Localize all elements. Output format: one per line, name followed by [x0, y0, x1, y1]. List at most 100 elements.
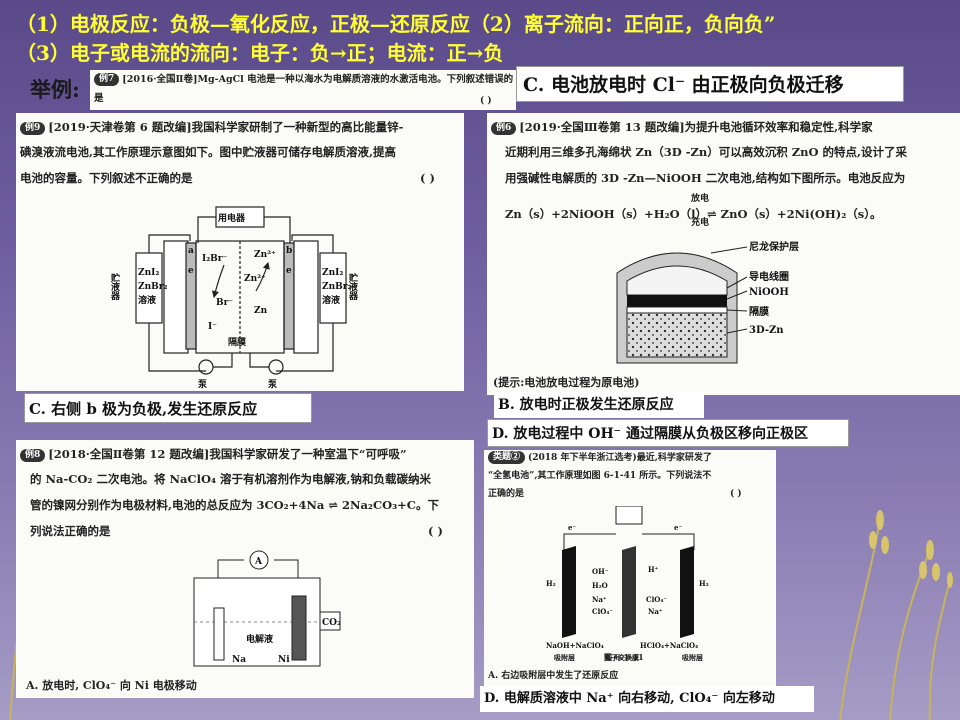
question-4-text-4: 列说法正确的是: [30, 524, 111, 538]
ion-clo4-left: ClO₄⁻: [592, 607, 613, 616]
question-5-panel: 类题②(2018 年下半年浙江选考)最近,科学家研发了 “全氢电池”,其工作原理…: [484, 450, 776, 686]
electrolyte-label: 电解液: [246, 633, 274, 645]
ion-na-right: Na⁺: [648, 607, 663, 616]
ion-oh: OH⁻: [592, 567, 609, 576]
left-ion-1: I₂Br⁻: [202, 254, 228, 264]
question-3-option-b: B. 放电时正极发生还原反应: [494, 392, 704, 418]
question-5-option-a: A. 右边吸附层中发生了还原反应: [488, 671, 619, 681]
discharge-label: 放电: [691, 194, 710, 204]
co2-label: CO₂: [322, 618, 341, 628]
question-3-text-3: 用强碱性电解质的 3D -Zn—NiOOH 二次电池,结构如下图所示。电池反应为: [505, 171, 906, 185]
question-3-option-d: D. 放电过程中 OH⁻ 通过隔膜从负极区移向正极区: [487, 419, 849, 447]
question-4-panel: 例8[2018·全国Ⅱ卷第 12 题改编]我国科学家研发了一种室温下“可呼吸” …: [16, 440, 474, 698]
wheat-decoration: [839, 510, 953, 720]
electron-right-label: e⁻: [674, 523, 682, 532]
right-ion-3: Zn: [254, 306, 268, 316]
question-4-diagram: A 电解液 CO₂ Na Ni: [193, 550, 341, 667]
na-electrode-label: Na: [232, 655, 246, 665]
ni-electrode-label: Ni: [278, 655, 290, 665]
question-4-badge: 例8: [20, 448, 46, 462]
left-solution-3: 溶液: [138, 294, 157, 306]
question-5-line-1: 类题②(2018 年下半年浙江选考)最近,科学家研发了: [488, 450, 712, 466]
layer-left-label: 吸附层: [554, 653, 575, 662]
question-5-badge: 类题②: [488, 451, 526, 464]
electrode-b: b: [286, 246, 292, 256]
header-line-1: （1）电极反应：负极—氧化反应，正极—还原反应（2）离子流向：正向正，负向负”: [16, 12, 776, 36]
question-2-option-c: C. 右侧 b 极为负极,发生还原反应: [24, 393, 312, 423]
question-3-text-2: 近期利用三维多孔海绵状 Zn（3D -Zn）可以高效沉积 ZnO 的特点,设计了…: [505, 145, 908, 159]
layer-right-label: 吸附层: [682, 653, 703, 662]
question-5-option-d: D. 电解质溶液中 Na⁺ 向右移动, ClO₄⁻ 向左移动: [480, 686, 814, 712]
left-tank-label: 贮液器: [109, 272, 121, 301]
left-ion-2: Br⁻: [216, 298, 233, 308]
electron-right: e: [286, 266, 292, 276]
left-solution-2: ZnBr₂: [138, 282, 167, 292]
question-4-text-2: 的 Na-CO₂ 二次电池。将 NaClO₄ 溶于有机溶剂作为电解液,钠和负载碳…: [30, 472, 431, 486]
question-3-equation: Zn（s）+2NiOOH（s）+H₂O（l）⇌ ZnO（s）+2Ni(OH)₂（…: [505, 207, 882, 221]
question-5-diagram: e⁻ e⁻ H₂ H₂ OH⁻ H₂O Na⁺ ClO₄⁻ H⁺ ClO₄⁻ N…: [546, 506, 709, 662]
layer-coil: 导电线圈: [749, 270, 789, 283]
right-ion-2: Zn²⁺: [244, 274, 266, 284]
question-4-option-a: A. 放电时, ClO₄⁻ 向 Ni 电极移动: [26, 679, 197, 692]
left-solution-1: ZnI₂: [138, 268, 159, 278]
question-3-badge: 例6: [491, 121, 517, 135]
question-3-line-1: 例6[2019·全国Ⅲ卷第 13 题改编]为提升电池循环效率和稳定性,科学家: [491, 116, 873, 139]
question-4-text-1: [2018·全国Ⅱ卷第 12 题改编]我国科学家研发了一种室温下“可呼吸”: [48, 447, 407, 461]
ammeter-label: A: [254, 557, 263, 567]
question-3-text-1: [2019·全国Ⅲ卷第 13 题改编]为提升电池循环效率和稳定性,科学家: [519, 120, 873, 134]
question-2-paren: ( ): [420, 171, 435, 185]
solution-left-label: NaOH+NaClO₄: [546, 641, 604, 650]
question-2-line-1: 例9[2019·天津卷第 6 题改编]我国科学家研制了一种新型的高比能量锌-: [20, 116, 403, 139]
ion-h2o: H₂O: [592, 581, 608, 590]
question-4-text-3: 管的镍网分别作为电极材料,电池的总反应为 3CO₂+4Na ⇌ 2Na₂CO₃+…: [30, 498, 439, 512]
question-5-text-2: “全氢电池”,其工作原理如图 6-1-41 所示。下列说法不: [488, 471, 712, 481]
header-line-2: （3）电子或电流的流向：电子：负→正；电流：正→负: [16, 41, 504, 65]
question-3-diagram: 尼龙保护层 导电线圈 NiOOH 隔膜 3D-Zn: [616, 240, 799, 364]
ion-na-left: Na⁺: [592, 595, 607, 604]
question-1-option-c: C. 电池放电时 Cl⁻ 由正极向负极迁移: [516, 66, 904, 102]
electrode-a: a: [188, 246, 194, 256]
question-1-paren: ( ): [480, 96, 492, 106]
question-3-hint: (提示:电池放电过程为原电池): [493, 376, 640, 389]
charge-label: 充电: [691, 218, 710, 228]
h2-left-label: H₂: [546, 579, 556, 588]
question-1-panel: 例7[2016·全国Ⅱ卷]Mg-AgCl 电池是一种以海水为电解质溶液的水激活电…: [90, 70, 516, 110]
question-2-text-3: 电池的容量。下列叙述不正确的是: [20, 171, 193, 185]
right-ion-1: Zn²⁺: [254, 250, 276, 260]
question-3-panel: 例6[2019·全国Ⅲ卷第 13 题改编]为提升电池循环效率和稳定性,科学家 近…: [487, 113, 960, 395]
example-label: 举例:: [30, 77, 80, 102]
device-label: 用电器: [217, 212, 246, 224]
membrane-label: 隔膜: [228, 336, 247, 348]
question-5-paren: ( ): [730, 489, 742, 499]
solution-right-label: HClO₄+NaClO₄: [640, 641, 698, 650]
layer-nylon: 尼龙保护层: [749, 240, 799, 253]
electron-left: e: [188, 266, 194, 276]
layer-niooh: NiOOH: [749, 287, 789, 298]
ion-clo4-right: ClO₄⁻: [646, 595, 667, 604]
electron-left-label: e⁻: [568, 523, 576, 532]
layer-3d-zn: 3D-Zn: [749, 325, 784, 336]
question-2-badge: 例9: [20, 121, 46, 135]
exchange-membrane-label: 离子交换膜: [604, 653, 639, 662]
question-1-text: [2016·全国Ⅱ卷]Mg-AgCl 电池是一种以海水为电解质溶液的水激活电池。…: [94, 74, 514, 104]
question-2-text-2: 碘溴液流电池,其工作原理示意图如下。图中贮液器可储存电解质溶液,提高: [20, 145, 397, 159]
ion-h: H⁺: [648, 565, 659, 574]
question-5-text-3: 正确的是: [488, 489, 525, 499]
pump-left-label: 泵: [198, 379, 208, 389]
question-1-badge: 例7: [94, 73, 120, 86]
right-solution-1: ZnI₂: [322, 268, 343, 278]
question-2-diagram: 用电器 贮液器 贮液器 ZnI₂ ZnBr₂ 溶液 ZnI₂ ZnBr₂ 溶液 …: [109, 206, 359, 389]
layer-membrane: 隔膜: [749, 305, 769, 318]
h2-right-label: H₂: [699, 579, 709, 588]
right-solution-2: ZnBr₂: [322, 282, 351, 292]
question-2-text-1: [2019·天津卷第 6 题改编]我国科学家研制了一种新型的高比能量锌-: [48, 120, 404, 134]
left-ion-3: I⁻: [208, 322, 217, 332]
pump-right-label: 泵: [268, 379, 278, 389]
figure-caption: 图 6-1-41: [604, 652, 644, 662]
right-tank-label: 贮液器: [347, 272, 359, 301]
question-4-paren: ( ): [428, 524, 443, 538]
question-4-line-1: 例8[2018·全国Ⅱ卷第 12 题改编]我国科学家研发了一种室温下“可呼吸”: [20, 443, 407, 466]
question-5-text-1: (2018 年下半年浙江选考)最近,科学家研发了: [528, 453, 712, 463]
question-2-panel: 例9[2019·天津卷第 6 题改编]我国科学家研制了一种新型的高比能量锌- 碘…: [16, 113, 464, 391]
right-solution-3: 溶液: [322, 294, 341, 306]
